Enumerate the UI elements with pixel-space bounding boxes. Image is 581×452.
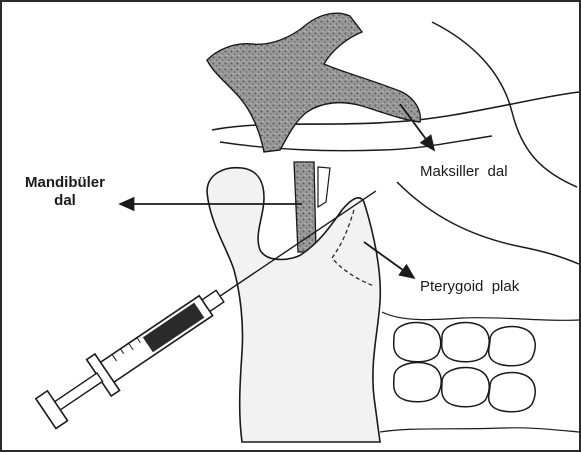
molar-teeth (394, 323, 536, 412)
mandible-ramus (207, 168, 380, 442)
label-mandibular-branch-line1: Mandibüler (15, 174, 115, 191)
maxilla-lower (397, 182, 579, 264)
label-maxillary-branch: Maksiller dal (420, 163, 508, 180)
maxillary-nerve-trunk (207, 13, 420, 152)
label-pterygoid-plate: Pterygoid plak (420, 278, 519, 295)
label-mandibular-branch-line2: dal (15, 192, 115, 209)
